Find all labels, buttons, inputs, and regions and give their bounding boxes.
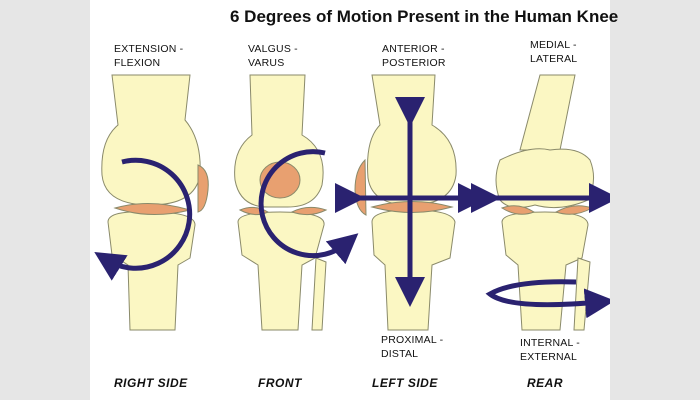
fibula [311, 257, 327, 331]
view-label-front: FRONT [258, 376, 302, 390]
view-label-right-side: RIGHT SIDE [114, 376, 188, 390]
view-label-left-side: LEFT SIDE [372, 376, 438, 390]
label-proximal-distal: PROXIMAL - DISTAL [381, 333, 443, 361]
femur [101, 74, 201, 206]
meniscus [500, 205, 536, 215]
label-line: DISTAL [381, 348, 419, 360]
patella [354, 158, 367, 216]
label-line: INTERNAL - [520, 337, 580, 349]
label-line: PROXIMAL - [381, 334, 444, 346]
patella [197, 164, 209, 213]
label-medial-lateral: MEDIAL - LATERAL [530, 38, 577, 66]
knee-left-side [354, 74, 457, 331]
label-line: EXTENSION - [114, 43, 184, 55]
label-internal-external: INTERNAL - EXTERNAL [520, 336, 580, 364]
femur [519, 74, 576, 151]
label-line: FLEXION [114, 57, 161, 69]
label-anterior-posterior: ANTERIOR - POSTERIOR [382, 42, 446, 70]
rotation-arrow-varus [258, 149, 359, 265]
knee-front [234, 74, 328, 331]
diagram-panel: 6 Degrees of Motion Present in the Human… [90, 0, 618, 400]
label-valgus-varus: VALGUS - VARUS [248, 42, 298, 70]
tibia [237, 211, 325, 331]
diagram-title: 6 Degrees of Motion Present in the Human… [230, 7, 619, 26]
label-line: ANTERIOR - [382, 43, 445, 55]
label-line: VALGUS - [248, 43, 298, 55]
label-line: MEDIAL - [530, 39, 577, 51]
tibia [371, 209, 456, 331]
knee-right-side [101, 74, 209, 331]
label-line: POSTERIOR [382, 57, 446, 69]
label-line: LATERAL [530, 53, 578, 65]
femur [234, 74, 324, 208]
knee-diagram [94, 74, 610, 331]
label-line: VARUS [248, 57, 285, 69]
fibula [573, 257, 591, 331]
knee-rear [495, 74, 594, 331]
meniscus [290, 206, 328, 216]
tibia [107, 211, 196, 331]
label-extension-flexion: EXTENSION - FLEXION [114, 42, 183, 70]
rotation-arrow-internal-external [485, 279, 610, 319]
label-line: EXTERNAL [520, 351, 578, 363]
rotation-arrow-flexion [94, 157, 193, 281]
view-label-rear: REAR [527, 376, 564, 390]
